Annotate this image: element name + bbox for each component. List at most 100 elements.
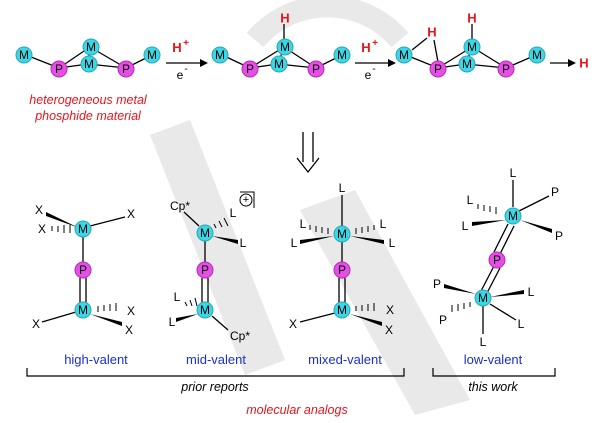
ligand-x: X — [125, 323, 133, 337]
hydrogen-label: H — [427, 25, 436, 40]
ligand-x: X — [38, 222, 46, 236]
metal-label: M — [147, 48, 157, 62]
metal-label: M — [467, 40, 477, 54]
phosphorus-label: P — [201, 263, 209, 277]
electron-charge: - — [372, 64, 375, 75]
phosphorus-atom — [241, 60, 259, 78]
metal-atom — [74, 301, 92, 319]
phosphorus-label: P — [502, 62, 510, 76]
ligand-l: L — [291, 236, 298, 250]
metal-label: M — [532, 48, 542, 62]
metal-label: M — [215, 48, 225, 62]
metal-atom — [143, 46, 161, 64]
ligand-cp: Cp* — [230, 329, 250, 343]
ligand-l: L — [380, 217, 387, 231]
metal-atom — [15, 46, 33, 64]
ligand-l: L — [510, 166, 517, 180]
ligand-l: L — [174, 290, 181, 304]
phosphorus-label: P — [434, 62, 442, 76]
metal-atom — [211, 46, 229, 64]
metal-atom — [504, 207, 522, 225]
ligand-p: P — [551, 185, 559, 199]
metal-label: M — [86, 40, 96, 54]
proton-charge: + — [183, 38, 189, 49]
label-mixed-valent: mixed-valent — [308, 352, 382, 367]
ligand-x: X — [127, 304, 135, 318]
material-caption-line1: heterogeneous metal — [29, 93, 148, 107]
ligand-l: L — [462, 219, 469, 233]
ligand-p: P — [439, 313, 447, 327]
metal-label: M — [337, 303, 347, 317]
reaction-arrow-3: H — [550, 56, 589, 71]
label-low-valent: low-valent — [464, 352, 523, 367]
intermediate-2: H H M P M M P M — [395, 11, 546, 78]
label-high-valent: high-valent — [64, 352, 128, 367]
surface-material: M P M M P M — [15, 38, 161, 78]
metal-label: M — [462, 57, 472, 71]
intermediate-1: H M P M M P M — [211, 11, 351, 78]
molecular-analogs-caption: molecular analogs — [246, 403, 347, 417]
ligand-l: L — [480, 335, 487, 349]
metal-label: M — [200, 303, 210, 317]
metal-atom — [333, 46, 351, 64]
metal-label: M — [78, 222, 88, 236]
phosphorus-atom — [497, 60, 515, 78]
phosphorus-label: P — [79, 263, 87, 277]
phosphorus-atom — [333, 261, 351, 279]
phosphorus-atom — [488, 251, 506, 269]
ligand-l: L — [339, 181, 346, 195]
retrosynthetic-arrow — [296, 132, 320, 174]
ligand-l: L — [230, 206, 237, 220]
label-mid-valent: mid-valent — [186, 352, 246, 367]
metal-atom — [80, 55, 98, 73]
ligand-l: L — [518, 317, 525, 331]
metal-atom — [196, 301, 214, 319]
metal-label: M — [280, 40, 290, 54]
phosphorus-atom — [307, 60, 325, 78]
metal-atom — [82, 38, 100, 56]
complex-high-valent: X X X M P X X X M — [32, 203, 135, 337]
hydrogen-label: H — [280, 11, 289, 26]
metal-atom — [333, 225, 351, 243]
ligand-l: L — [169, 315, 176, 329]
phosphorus-label: P — [493, 253, 501, 267]
ligand-cp: Cp* — [170, 199, 190, 213]
ligand-x: X — [127, 207, 135, 221]
phosphorus-atom — [50, 60, 68, 78]
ligand-x: X — [32, 317, 40, 331]
metal-atom — [458, 55, 476, 73]
ligand-p: P — [555, 229, 563, 243]
ligand-x: X — [386, 303, 394, 317]
metal-atom — [270, 55, 288, 73]
material-caption-line2: phosphide material — [34, 109, 142, 123]
metal-label: M — [274, 57, 284, 71]
proton-charge: + — [372, 38, 378, 49]
metal-atom — [395, 46, 413, 64]
bracket-this-work — [432, 368, 556, 377]
complex-mid-valent: Cp* L L M + P L L Cp* M — [169, 191, 255, 343]
ligand-x: X — [35, 203, 43, 217]
complex-mixed-valent: L L L L L M P X X X M — [289, 181, 396, 337]
phosphorus-label: P — [312, 62, 320, 76]
ligand-l: L — [240, 236, 247, 250]
metal-label: M — [84, 57, 94, 71]
metal-label: M — [508, 209, 518, 223]
ligand-p: P — [433, 277, 441, 291]
metal-atom — [528, 46, 546, 64]
phosphorus-atom — [429, 60, 447, 78]
electron-label: e — [177, 68, 184, 82]
proton-label: H — [172, 40, 181, 55]
bracket-prior-reports — [26, 368, 405, 377]
metal-atom — [474, 289, 492, 307]
metal-atom — [333, 301, 351, 319]
positive-charge-badge: + — [239, 191, 255, 208]
phosphorus-atom — [117, 60, 135, 78]
metal-atom — [74, 220, 92, 238]
reaction-arrow-1: H + e - — [166, 38, 208, 82]
proton-label: H — [361, 40, 370, 55]
complex-low-valent: L P P L L M P P P L L L — [433, 166, 563, 349]
ligand-l: L — [300, 217, 307, 231]
metal-label: M — [399, 48, 409, 62]
ligand-x: X — [289, 317, 297, 331]
phosphorus-atom — [196, 261, 214, 279]
